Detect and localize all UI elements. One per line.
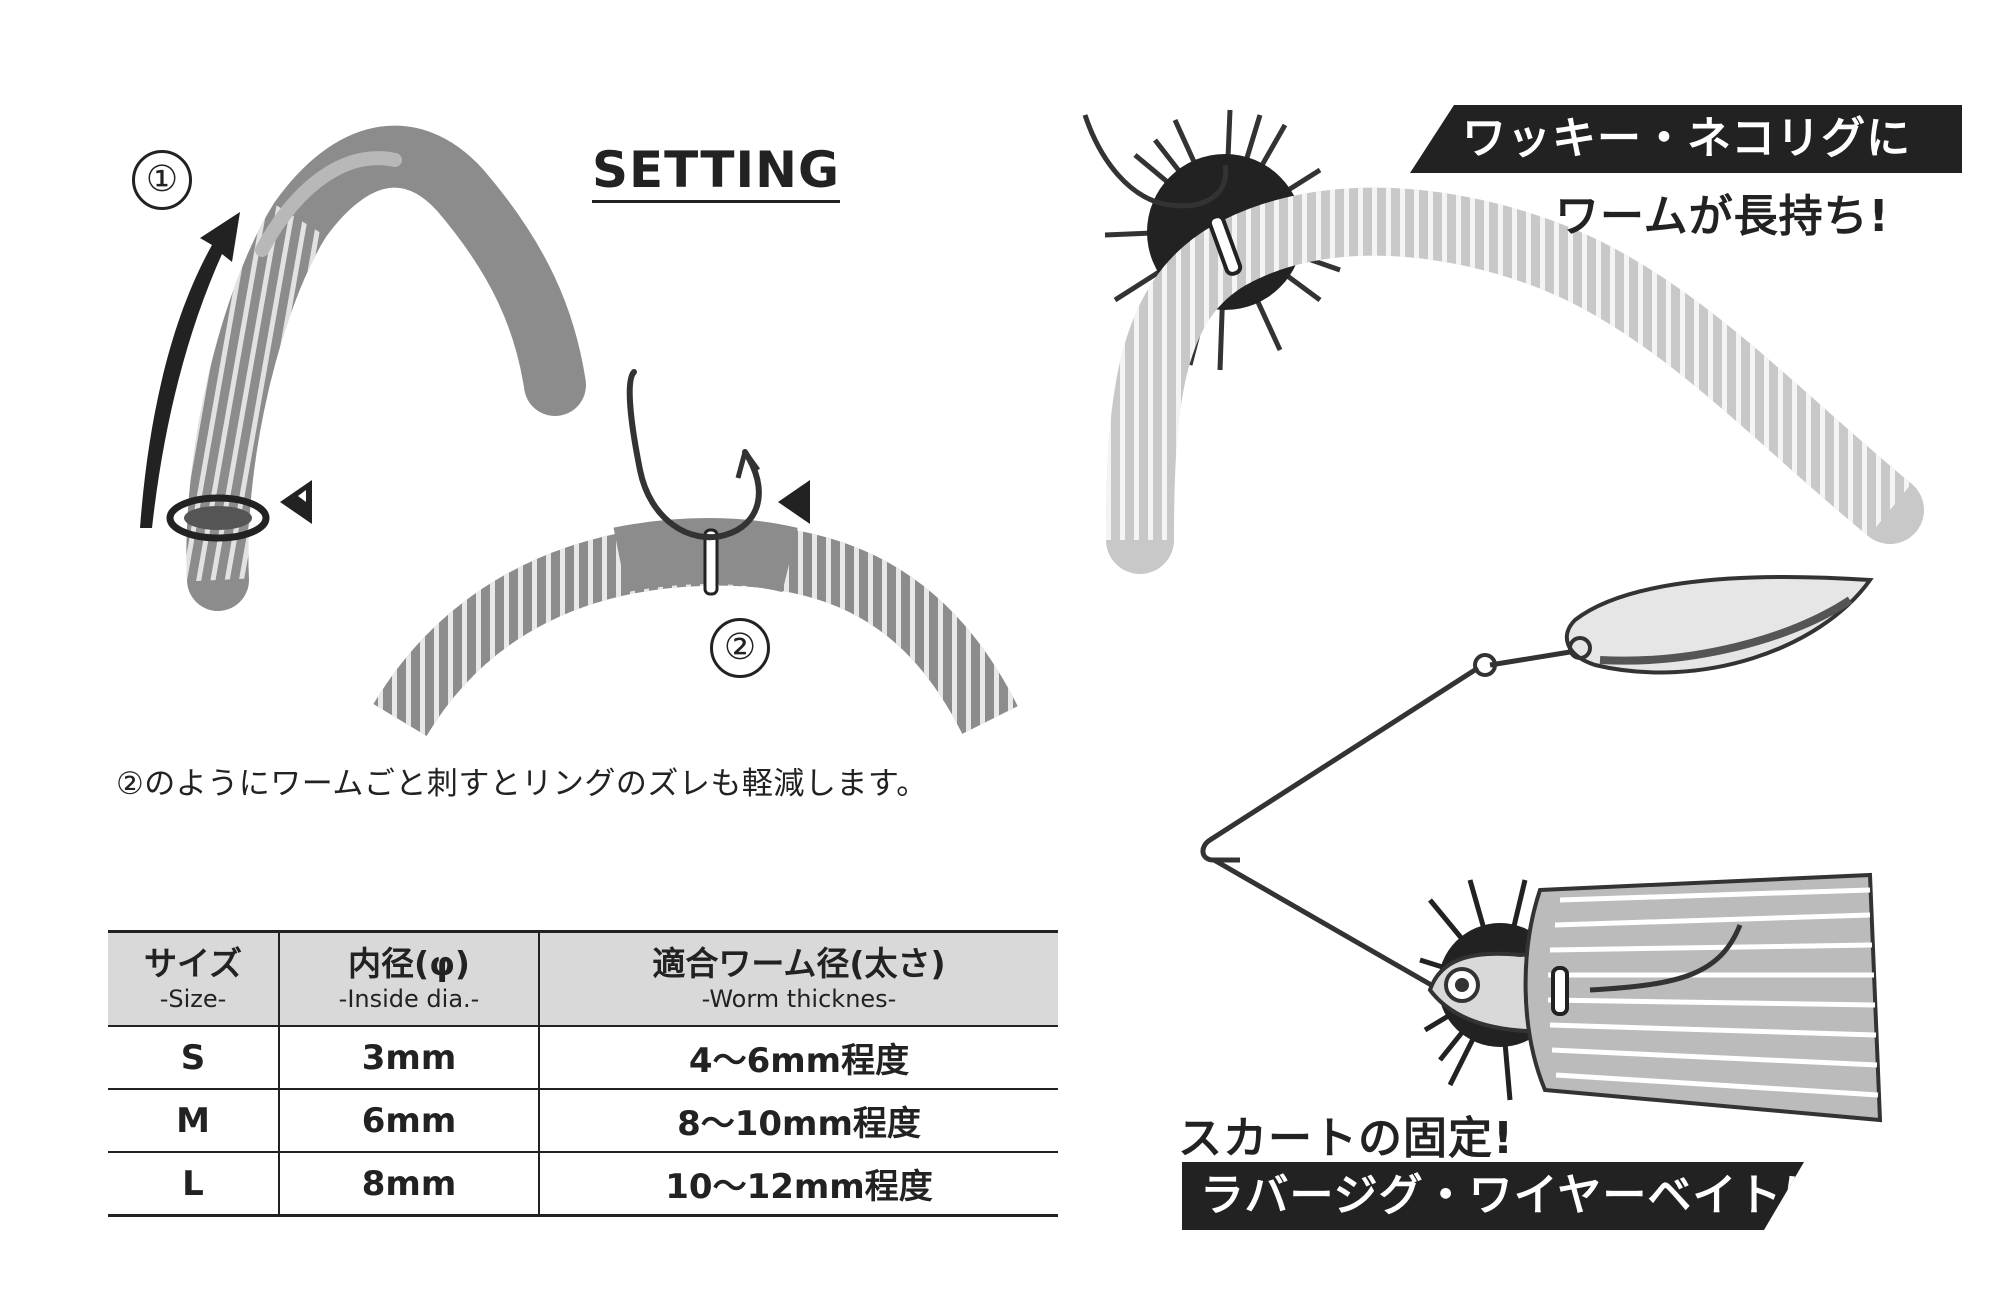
cell-worm-thickness: 10～12mm程度 — [538, 1152, 1058, 1217]
worm-step1-illustration — [166, 125, 586, 611]
header-worm-thickness: 適合ワーム径(太さ) -Worm thicknes- — [538, 930, 1058, 1027]
cell-size: S — [108, 1026, 279, 1090]
cell-size: L — [108, 1152, 279, 1217]
cell-worm-thickness: 4～6mm程度 — [538, 1026, 1058, 1090]
table-row: L 8mm 10～12mm程度 — [108, 1152, 1058, 1217]
hook-icon — [626, 369, 762, 541]
cell-inside-diameter: 8mm — [278, 1152, 539, 1217]
cell-worm-thickness: 8～10mm程度 — [538, 1089, 1058, 1153]
size-table: サイズ -Size- 内径(φ) -Inside dia.- 適合ワーム径(太さ… — [108, 930, 1058, 1217]
jig-subtitle: スカートの固定! — [1178, 1113, 1515, 1164]
wacky-rig-illustration — [1082, 109, 1924, 574]
step-1-number: ① — [132, 150, 192, 210]
header-size: サイズ -Size- — [108, 930, 279, 1027]
pointer-arrow-2-icon — [778, 480, 810, 524]
table-header-row: サイズ -Size- 内径(φ) -Inside dia.- 適合ワーム径(太さ… — [108, 930, 1058, 1027]
cell-inside-diameter: 6mm — [278, 1089, 539, 1153]
table-row: S 3mm 4～6mm程度 — [108, 1026, 1058, 1090]
cell-inside-diameter: 3mm — [278, 1026, 539, 1090]
table-row: M 6mm 8～10mm程度 — [108, 1089, 1058, 1153]
upward-arrow-icon — [140, 212, 240, 528]
spinnerbait-illustration — [1200, 574, 1883, 1123]
wacky-subtitle: ワームが長持ち! — [1555, 191, 1890, 242]
jig-banner: ラバージグ・ワイヤーベイトに — [1182, 1162, 1804, 1230]
wacky-banner: ワッキー・ネコリグに — [1410, 105, 1962, 173]
header-inside-diameter: 内径(φ) -Inside dia.- — [278, 930, 539, 1027]
step-2-number: ② — [710, 618, 770, 678]
setting-note: ②のようにワームごと刺すとリングのズレも軽減します。 — [116, 766, 928, 802]
worm-step2-illustration — [373, 518, 1018, 737]
cell-size: M — [108, 1089, 279, 1153]
pointer-arrow-icon — [280, 480, 312, 524]
setting-title: SETTING — [592, 142, 841, 203]
